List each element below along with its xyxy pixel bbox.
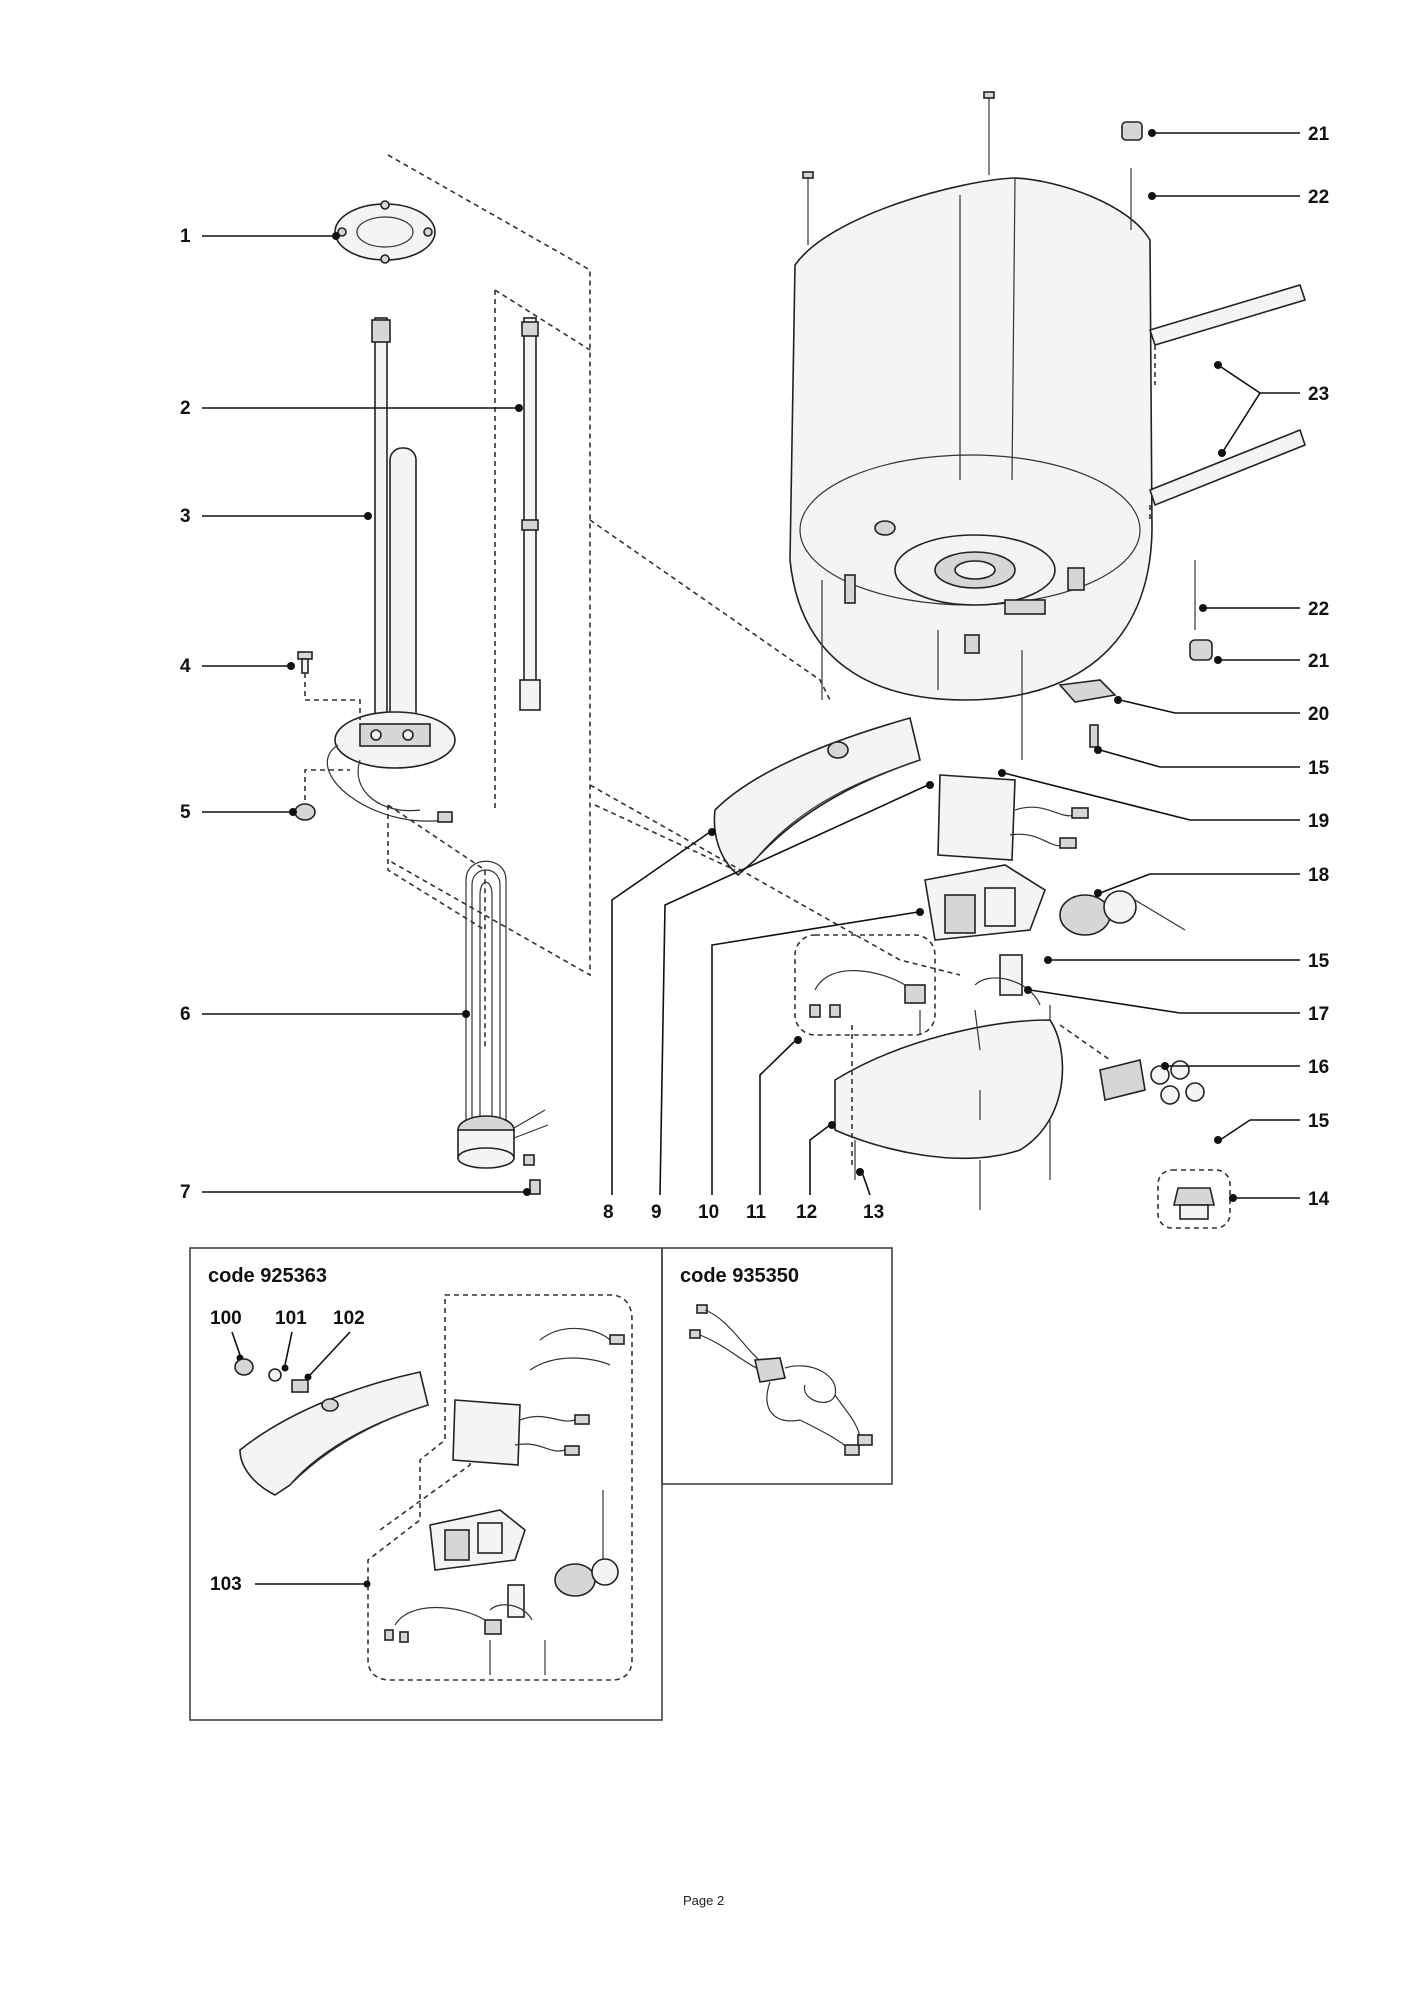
callout-number: 16: [1308, 1057, 1329, 1078]
callout-number: 11: [746, 1202, 767, 1223]
callout-number: 2: [180, 398, 191, 419]
callout-10: 10: [698, 908, 924, 1223]
heating-flange: [326, 711, 456, 823]
bottom-callouts: 8 9 10 11 12 13: [603, 781, 934, 1223]
callout-number: 19: [1308, 811, 1329, 832]
callout-9: 9: [651, 781, 934, 1223]
callout-number: 20: [1308, 704, 1329, 725]
callout-17: 17: [1024, 986, 1329, 1025]
callout-22-low: 22: [1199, 599, 1329, 620]
callout-19: 19: [998, 769, 1329, 832]
anode-rod: [519, 317, 541, 711]
callout-number: 21: [1308, 124, 1330, 145]
wall-brackets: [1148, 284, 1307, 520]
callout-21-low: 21: [1214, 651, 1330, 672]
wiring-harness: [689, 1304, 873, 1456]
callout-2: 2: [180, 398, 523, 419]
callout-number: 13: [863, 1202, 884, 1223]
callout-18: 18: [1094, 865, 1329, 897]
callout-number: 15: [1308, 1111, 1330, 1132]
callout-21-top: 21: [1148, 124, 1330, 145]
callout-number: 102: [333, 1308, 365, 1329]
left-callouts: 1 2 3 4 5 6 7: [180, 226, 531, 1203]
callout-15-b: 15: [1044, 951, 1330, 972]
callout-number: 101: [275, 1308, 307, 1329]
callout-number: 8: [603, 1202, 614, 1223]
callout-6: 6: [180, 1004, 470, 1025]
callout-3: 3: [180, 506, 372, 527]
control-panel-parts: [589, 519, 1231, 1229]
callout-11: 11: [746, 1036, 802, 1223]
callout-15-c: 15: [1214, 1111, 1330, 1144]
kit-925363-panel: code 925363 100 101 102 103: [189, 1247, 663, 1721]
callout-number: 3: [180, 506, 191, 527]
callout-number: 1: [180, 226, 191, 247]
callout-number: 4: [180, 656, 191, 677]
callout-16: 16: [1161, 1057, 1329, 1078]
callout-number: 15: [1308, 758, 1330, 779]
thermostat-tube: [371, 317, 417, 729]
flange-gasket: [334, 200, 436, 264]
callout-5: 5: [180, 802, 297, 823]
callout-number: 18: [1308, 865, 1329, 886]
callout-14: 14: [1229, 1189, 1330, 1210]
callout-4: 4: [180, 656, 295, 677]
callout-12: 12: [796, 1121, 836, 1223]
callout-number: 5: [180, 802, 191, 823]
callout-number: 21: [1308, 651, 1330, 672]
callout-22-top: 22: [1148, 187, 1329, 208]
callout-15-a: 15: [1094, 746, 1330, 779]
water-heater-tank: [789, 91, 1307, 760]
callout-number: 14: [1308, 1189, 1330, 1210]
page-number: Page 2: [683, 1893, 724, 1908]
kit-code-label: code 925363: [208, 1265, 327, 1287]
callout-number: 15: [1308, 951, 1330, 972]
callout-number: 23: [1308, 384, 1329, 405]
callout-number: 9: [651, 1202, 662, 1223]
left-assembly: [294, 154, 591, 1195]
callout-number: 7: [180, 1182, 191, 1203]
callout-7: 7: [180, 1182, 531, 1203]
callout-number: 12: [796, 1202, 817, 1223]
element-screw: [529, 1179, 541, 1195]
callout-1: 1: [180, 226, 340, 247]
callout-number: 22: [1308, 187, 1329, 208]
kit-code-label: code 935350: [680, 1265, 799, 1287]
callout-number: 22: [1308, 599, 1329, 620]
screw: [297, 651, 361, 720]
callout-number: 10: [698, 1202, 719, 1223]
heating-element: [457, 860, 549, 1169]
callout-23: 23: [1214, 361, 1329, 457]
callout-number: 100: [210, 1308, 242, 1329]
callout-20: 20: [1114, 696, 1329, 725]
kit-935350-panel: code 935350: [661, 1247, 893, 1485]
callout-number: 103: [210, 1574, 242, 1595]
thermostat: [1059, 890, 1186, 936]
callout-number: 6: [180, 1004, 191, 1025]
callout-number: 17: [1308, 1004, 1329, 1025]
nut: [294, 769, 350, 821]
callout-13: 13: [856, 1168, 884, 1223]
callout-8: 8: [603, 828, 716, 1223]
right-callouts: 21 22 23 22 21 20 15: [998, 124, 1330, 1210]
